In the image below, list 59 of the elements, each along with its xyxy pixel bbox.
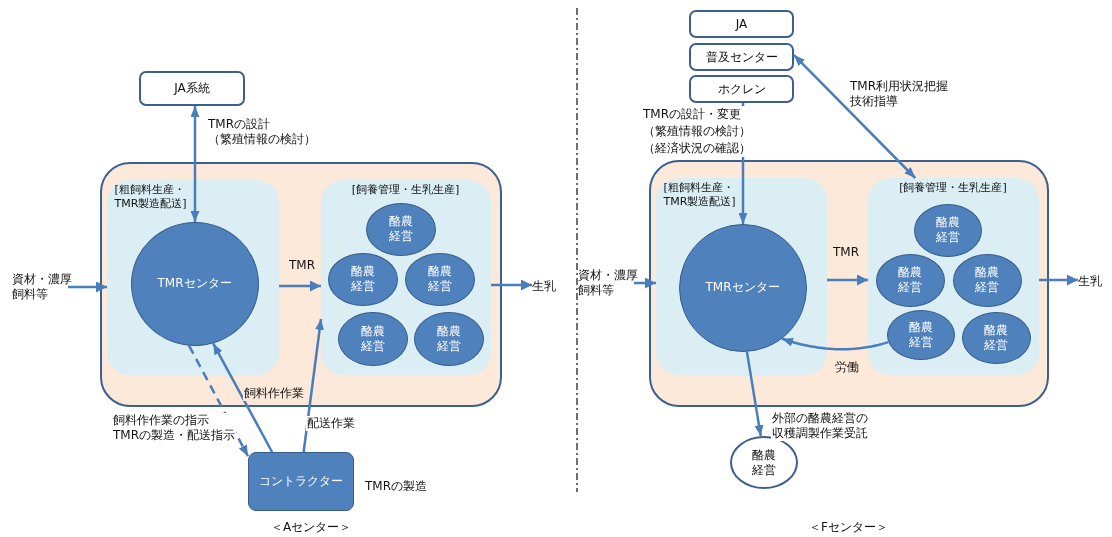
- node-text: 酪農経営: [898, 265, 922, 295]
- organization-box: [689, 43, 794, 71]
- contractor-box: [248, 452, 354, 511]
- flow-text: 生乳: [1078, 272, 1106, 290]
- side-note: TMRの製造: [364, 479, 429, 494]
- edge-label: TMR利用状況把握技術指導: [849, 79, 950, 109]
- farm-ellipse: [875, 253, 945, 307]
- double-arrow: [491, 279, 532, 291]
- node-text: 酪農経営: [350, 264, 375, 294]
- farm-ellipse: [327, 252, 398, 306]
- panel-caption: ＜Aセンター＞: [270, 520, 353, 535]
- node-text: 酪農経営: [360, 323, 385, 354]
- section-heading: [飼養管理・生乳生産]: [899, 180, 1007, 195]
- node-text: 酪農経営: [752, 447, 776, 478]
- section-heading: [粗飼料生産・TMR製造配送]: [663, 180, 736, 209]
- node-text: 酪農経営: [388, 214, 413, 244]
- node-text: 酪農経営: [427, 264, 452, 294]
- double-arrow: [827, 274, 868, 286]
- arrow: [745, 351, 764, 437]
- section-area: [867, 177, 1039, 375]
- panel-caption: ＜Fセンター＞: [808, 520, 889, 535]
- edge-label: 配送作業: [306, 416, 356, 431]
- double-arrow: [68, 281, 107, 293]
- section-area: [106, 179, 279, 375]
- section-heading: [粗飼料生産・TMR製造配送]: [114, 182, 187, 211]
- center-panel: [100, 162, 502, 407]
- node-text: 酪農経営: [984, 322, 1008, 353]
- organization-box: [689, 75, 794, 103]
- arrow: [190, 106, 200, 222]
- edge-label: 外部の酪農経営の収穫調製作業受託: [771, 411, 869, 441]
- double-arrow: [634, 277, 656, 289]
- arrow: [793, 54, 917, 179]
- node-text: 酪農経営: [975, 265, 999, 295]
- section-heading: [飼養管理・生乳生産]: [351, 182, 460, 197]
- arrow: [212, 342, 274, 453]
- section-area: [655, 177, 827, 375]
- node-text: 酪農経営: [935, 215, 960, 245]
- organization-box: [689, 10, 794, 38]
- node-text: TMRセンター: [705, 280, 780, 295]
- node-text: 普及センター: [705, 49, 778, 65]
- edge-label: 飼料作作業: [243, 386, 305, 401]
- edge-label: 労働: [834, 360, 860, 375]
- double-arrow: [1039, 274, 1078, 286]
- arrow: [781, 337, 889, 351]
- node-text: ホクレン: [717, 81, 766, 97]
- arrow: [302, 318, 325, 453]
- edge-label: 飼料作作業の指示TMRの製造・配送指示: [112, 413, 237, 443]
- node-text: コントラクター: [259, 474, 343, 489]
- double-arrow: [279, 280, 321, 292]
- center-panel: [649, 160, 1049, 407]
- node-text: 酪農経営: [436, 323, 461, 354]
- node-text: TMRセンター: [157, 276, 232, 291]
- node-text: JA: [735, 16, 748, 32]
- arrow: [187, 345, 250, 457]
- node-text: JA系統: [174, 81, 210, 96]
- section-area: [320, 179, 491, 375]
- organization-box: [139, 71, 245, 106]
- flow-text: 生乳: [532, 277, 560, 295]
- node-text: 酪農経営: [908, 319, 933, 350]
